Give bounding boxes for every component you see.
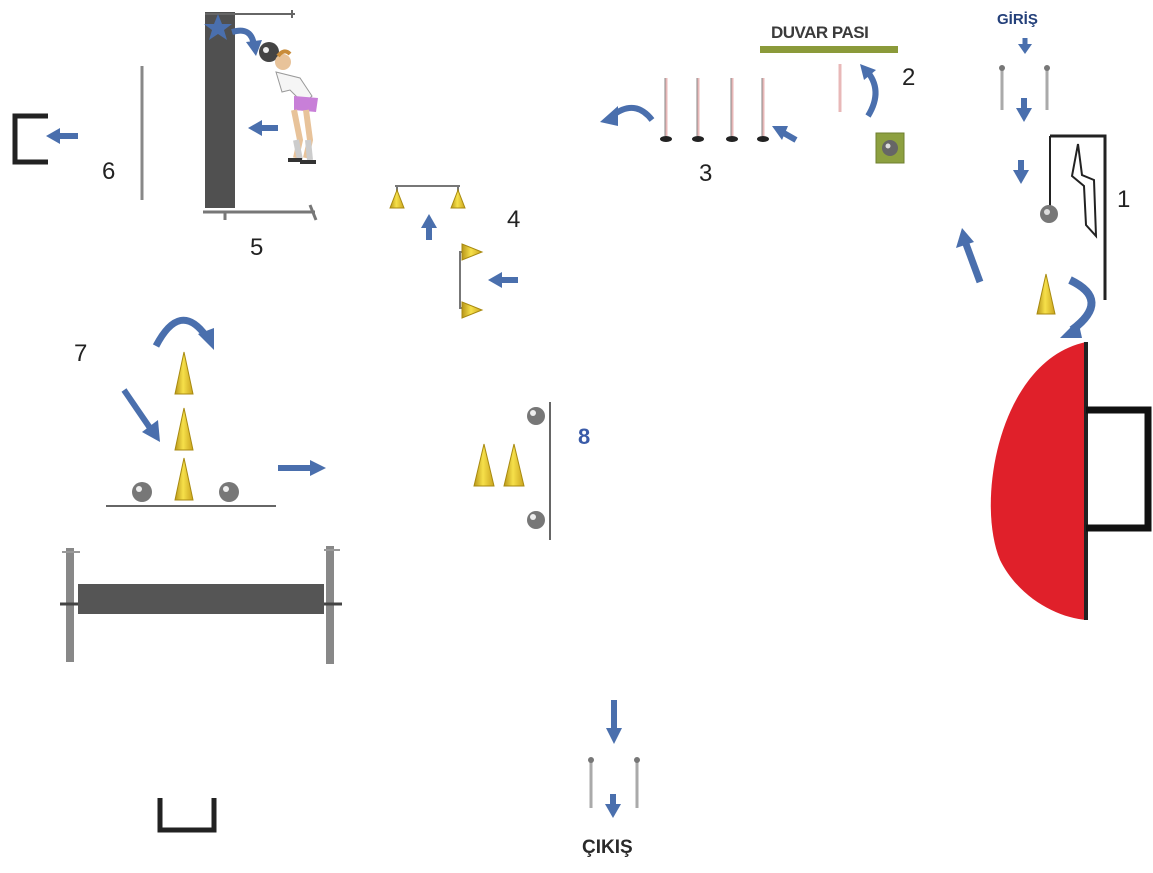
station-8-label: 8 xyxy=(578,424,591,449)
entry-gate-poles xyxy=(999,65,1050,110)
station-2-label: 2 xyxy=(902,64,916,91)
arrow-right-icon xyxy=(278,460,326,476)
curved-arrow-icon xyxy=(152,316,214,350)
arrow-left-icon xyxy=(46,128,78,144)
arrow-down-icon xyxy=(1018,38,1032,54)
cone xyxy=(473,443,495,487)
mini-goal xyxy=(157,798,217,833)
bench-bar xyxy=(60,546,342,664)
ball-box xyxy=(875,132,905,164)
player-figure xyxy=(259,42,318,164)
arrow-down-icon xyxy=(1016,98,1032,122)
cone xyxy=(174,407,194,451)
exit-gate-poles xyxy=(588,757,640,808)
station-7-label: 7 xyxy=(74,340,88,367)
exit-label: ÇIKIŞ xyxy=(582,837,633,858)
ball xyxy=(527,407,545,425)
arrow-down-icon xyxy=(1013,160,1029,184)
arrow-up-icon xyxy=(421,214,437,240)
station-3-slalom-poles xyxy=(660,78,769,142)
curved-arrow-icon xyxy=(231,27,262,56)
arrow-left-icon xyxy=(488,272,518,288)
station-4-label: 4 xyxy=(507,206,521,233)
entry-label: GİRİŞ xyxy=(997,11,1038,28)
cone xyxy=(503,443,525,487)
station-6-label: 6 xyxy=(102,158,116,185)
ball xyxy=(527,511,545,529)
curved-arrow-icon xyxy=(860,64,879,118)
station-1-label: 1 xyxy=(1117,186,1131,213)
curved-arrow-icon xyxy=(1060,276,1096,338)
ball xyxy=(219,482,239,502)
station-4-hurdle xyxy=(389,185,466,209)
arrow-left-icon xyxy=(772,126,798,143)
arrow-down-right-icon xyxy=(121,388,160,442)
arrow-left-icon xyxy=(248,120,278,136)
arrow-down-icon xyxy=(606,700,622,744)
ball xyxy=(132,482,152,502)
curved-arrow-icon xyxy=(600,105,655,126)
arrow-up-left-icon xyxy=(956,228,984,284)
cone xyxy=(174,457,194,501)
station-5-label: 5 xyxy=(250,234,264,261)
arrow-down-icon xyxy=(605,794,621,818)
station-3-label: 3 xyxy=(699,160,713,187)
station-5-post xyxy=(203,10,318,221)
station-1-rebound-frame xyxy=(1040,134,1107,300)
station-6-mini-goal xyxy=(12,113,48,165)
wall-pass-board xyxy=(760,46,898,53)
star-icon xyxy=(204,14,232,40)
wall-pass-label: DUVAR PASI xyxy=(771,23,869,42)
cone xyxy=(1036,273,1056,315)
cone xyxy=(174,351,194,395)
goal-area xyxy=(990,342,1152,620)
station-4-side-hurdle xyxy=(459,243,484,319)
